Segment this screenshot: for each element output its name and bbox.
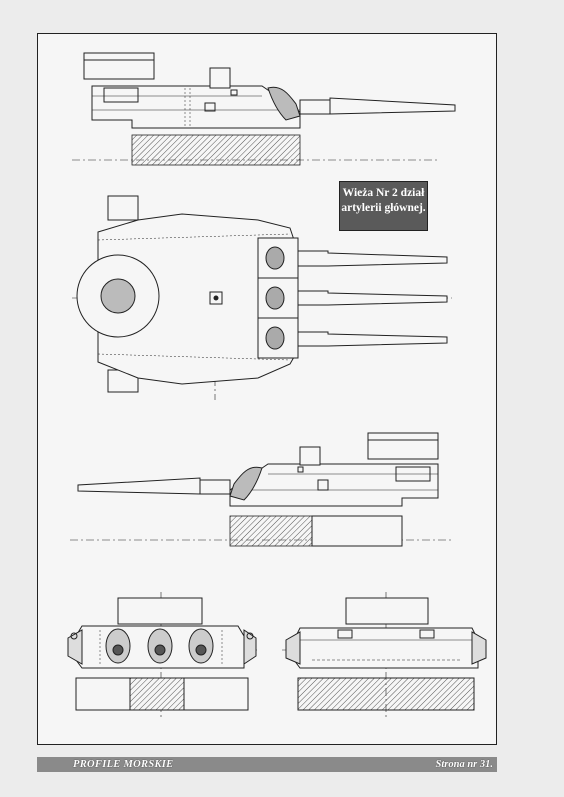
publication-title: PROFILE MORSKIE [73,759,174,770]
page-number: Strona nr 31. [435,759,493,770]
turret-rear-view [282,592,487,720]
turret-caption: Wieża Nr 2 dział artylerii głównej. [339,181,428,231]
turret-top-view [72,195,452,400]
caption-line-2: artylerii głównej. [341,202,426,214]
turret-side-view-left [70,432,452,547]
caption-line-1: Wieża Nr 2 dział [342,187,425,199]
footer-bar: PROFILE MORSKIE Strona nr 31. [37,757,497,772]
turret-side-view-right [72,52,456,166]
turret-front-view [67,592,260,720]
